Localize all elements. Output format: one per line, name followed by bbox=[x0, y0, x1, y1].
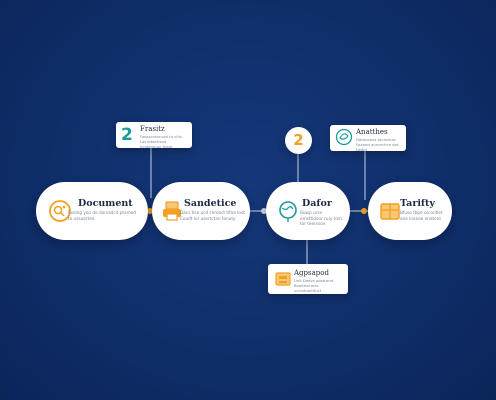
printer-icon bbox=[160, 199, 184, 223]
gear-search-icon bbox=[48, 199, 72, 223]
globe-icon bbox=[276, 199, 300, 223]
junction-dot bbox=[147, 208, 153, 214]
number-two-icon: 2 bbox=[121, 125, 133, 145]
step-number-badge: 2 bbox=[285, 127, 312, 154]
step-node-sandetice[interactable]: Sandetice Dacs tise ucd cereact tifoa lo… bbox=[152, 182, 250, 240]
callout-description: Unit Daevs poxtrarnt Bnoiteocmes ucinstu… bbox=[294, 278, 334, 293]
step-title: Dafor bbox=[302, 198, 332, 209]
step-description: Dacs tise ucd cereact tifoa loot Coudt l… bbox=[180, 210, 246, 221]
callout-frasitz[interactable]: 2 Frasitz Faosscoracuad tu chis Lat dito… bbox=[116, 122, 192, 149]
step-node-document[interactable]: Document Exolng you do dorsadcit ptamed … bbox=[36, 182, 148, 240]
callout-title: Agpsapod bbox=[294, 269, 329, 277]
callout-description: Faosscoracuad tu chis Lat ditoarisad hcr… bbox=[140, 134, 182, 149]
step-title: Tarifty bbox=[400, 198, 435, 209]
step-title: Document bbox=[78, 198, 133, 209]
callout-description: Datoveeus tacasmas Foaned aunorchce dot … bbox=[356, 137, 399, 152]
callout-title: Frasitz bbox=[140, 125, 165, 133]
folder-icon bbox=[274, 270, 292, 292]
step-description: Buwp ucre emsttidonr ruiy tom tor teerss… bbox=[300, 210, 342, 226]
junction-dot bbox=[261, 208, 267, 214]
shield-leaf-icon bbox=[335, 128, 353, 150]
callout-agpsapod[interactable]: Agpsapod Unit Daevs poxtrarnt Bnoiteocme… bbox=[268, 264, 348, 294]
box-icon bbox=[378, 199, 402, 223]
step-description: Exolng you do dorsadcit ptamed to ussass… bbox=[68, 210, 136, 221]
step-title: Sandetice bbox=[184, 198, 237, 209]
callout-anatthes[interactable]: Anatthes Datoveeus tacasmas Foaned aunor… bbox=[330, 125, 406, 152]
junction-dot bbox=[361, 208, 367, 214]
step-description: Bfuso tbpe oo ontlet ane Inanae enatont bbox=[400, 210, 443, 221]
callout-title: Anatthes bbox=[356, 128, 388, 136]
step-node-tarifty[interactable]: Tarifty Bfuso tbpe oo ontlet ane Inanae … bbox=[368, 182, 452, 240]
step-node-dafor[interactable]: Dafor Buwp ucre emsttidonr ruiy tom tor … bbox=[266, 182, 350, 240]
